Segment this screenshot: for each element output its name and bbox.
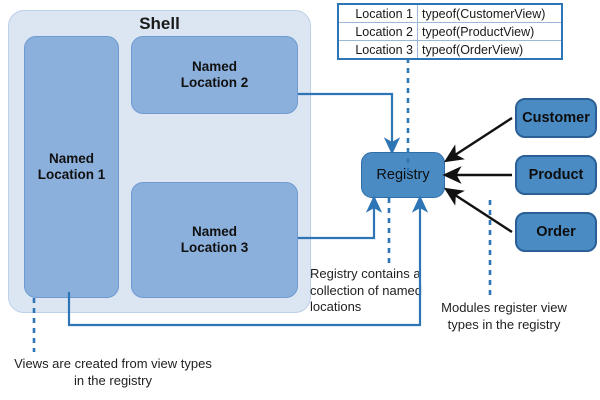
registry-label: Registry: [376, 166, 430, 183]
table-cell-key: Location 1: [337, 3, 418, 23]
table-cell-key: Location 3: [337, 40, 418, 60]
module-product-label: Product: [528, 166, 584, 183]
arrow-order-to-registry: [443, 187, 513, 234]
module-product: Product: [515, 155, 597, 195]
caption-views-created: Views are created from view types in the…: [14, 356, 212, 388]
named-location-2: Named Location 2: [131, 36, 298, 114]
registry-lookup-table: Location 1 typeof(CustomerView) Location…: [337, 3, 563, 60]
module-order: Order: [515, 212, 597, 252]
arrow-customer-to-registry: [443, 116, 513, 163]
table-row: Location 3 typeof(OrderView): [337, 40, 563, 60]
module-customer-label: Customer: [522, 109, 590, 126]
module-customer: Customer: [515, 98, 597, 138]
shell-title: Shell: [139, 14, 180, 33]
named-location-1-label: Named Location 1: [37, 151, 106, 182]
module-order-label: Order: [536, 223, 576, 240]
named-location-1: Named Location 1: [24, 36, 119, 298]
named-location-3-label: Named Location 3: [180, 224, 249, 255]
caption-modules-register: Modules register view types in the regis…: [441, 300, 567, 332]
table-cell-value: typeof(ProductView): [417, 22, 563, 41]
named-location-3: Named Location 3: [131, 182, 298, 298]
table-row: Location 1 typeof(CustomerView): [337, 3, 563, 23]
table-cell-value: typeof(CustomerView): [417, 3, 563, 23]
named-location-2-label: Named Location 2: [180, 59, 249, 90]
caption-registry-contains: Registry contains a collection of named …: [310, 266, 423, 315]
registry-box: Registry: [361, 152, 445, 198]
table-row: Location 2 typeof(ProductView): [337, 22, 563, 41]
connector-location2-to-registry: [298, 92, 401, 155]
table-cell-value: typeof(OrderView): [417, 40, 563, 60]
table-cell-key: Location 2: [337, 22, 418, 41]
